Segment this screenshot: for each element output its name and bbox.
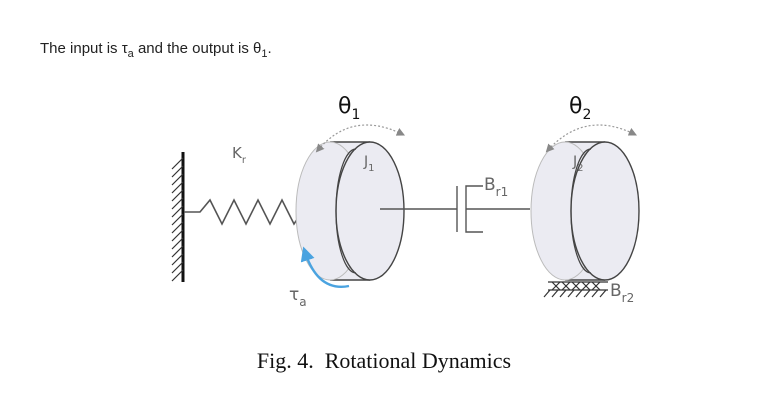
ground-damper-2 [543,281,608,298]
torque-arrow [300,246,350,288]
input-subscript: a [127,48,134,60]
fixed-wall [171,152,185,282]
inertia1-label: J1 [363,154,375,174]
spring-label: Kr [232,144,247,166]
intro-text-1: The input is [40,40,122,57]
inertia-disk-2 [530,141,640,281]
rotation-arrow-theta1 [315,124,406,153]
torsional-spring [184,198,316,226]
figure-caption: Fig. 4. Rotational Dynamics [256,348,512,373]
output-subscript: 1 [261,48,268,60]
output-symbol: θ [253,40,262,57]
inertia-disk-1 [295,141,405,281]
rotary-damper-1 [380,185,530,233]
damper2-label: Br2 [610,281,634,305]
theta2-label: θ2 [569,94,591,123]
input-symbol: τ [121,40,128,57]
problem-statement: The input is τa and the output is θ1. [40,40,272,60]
intro-text-2: and the output is [133,40,254,57]
theta1-label: θ1 [338,94,360,123]
intro-text-3: . [267,40,272,57]
torque-label: τa [289,285,307,309]
inertia2-label: J2 [572,154,584,174]
damper1-label: Br1 [484,175,508,199]
